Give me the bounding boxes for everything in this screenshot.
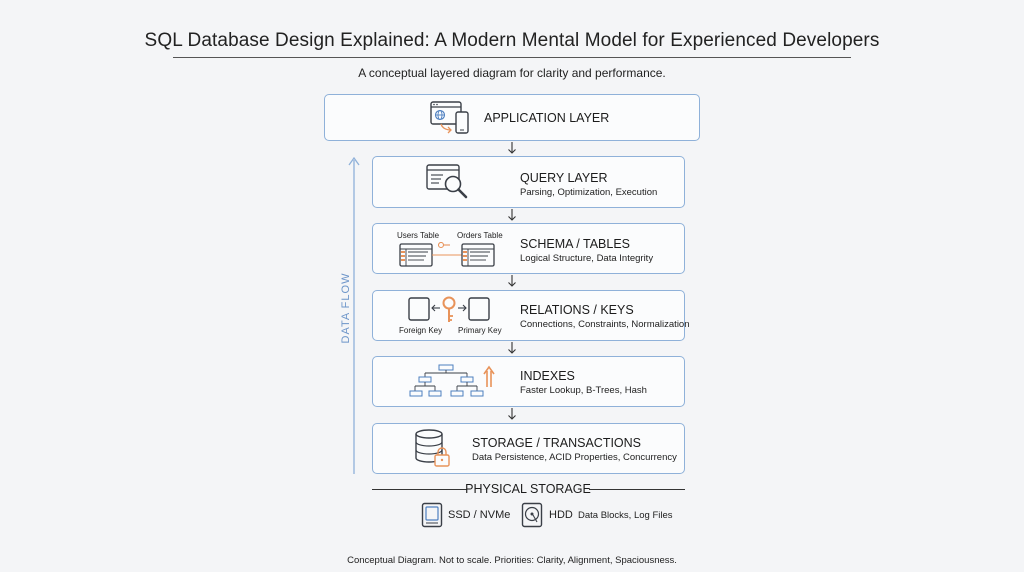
footer-note: Conceptual Diagram. Not to scale. Priori…	[347, 555, 677, 566]
indexes-title: INDEXES	[520, 369, 575, 383]
storage-transactions-desc: Data Persistence, ACID Properties, Concu…	[472, 452, 677, 463]
physical-storage-rule-right	[589, 489, 685, 490]
page-title: SQL Database Design Explained: A Modern …	[144, 30, 880, 51]
arrow-down-icon	[508, 209, 516, 221]
title-underline	[173, 57, 851, 58]
query-search-icon	[426, 164, 468, 199]
relations-keys-icon	[408, 296, 490, 322]
page-subtitle: A conceptual layered diagram for clarity…	[358, 66, 666, 80]
physical-storage-label: PHYSICAL STORAGE	[465, 482, 591, 496]
primary-key-label: Primary Key	[458, 326, 502, 335]
relations-keys-title: RELATIONS / KEYS	[520, 303, 634, 317]
query-layer-desc: Parsing, Optimization, Execution	[520, 187, 658, 198]
arrow-down-icon	[508, 142, 516, 154]
relations-keys-desc: Connections, Constraints, Normalization	[520, 319, 690, 330]
users-table-label: Users Table	[397, 231, 440, 240]
arrow-down-icon	[508, 342, 516, 354]
ssd-label: SSD / NVMe	[448, 509, 511, 521]
schema-tables-desc: Logical Structure, Data Integrity	[520, 253, 654, 264]
query-layer-title: QUERY LAYER	[520, 171, 608, 185]
foreign-key-label: Foreign Key	[399, 326, 443, 335]
indexes-desc: Faster Lookup, B-Trees, Hash	[520, 385, 647, 396]
hdd-label: HDD	[549, 509, 573, 521]
schema-tables-layer: Users Table Orders Table SCHEMA / TABLES…	[372, 223, 685, 274]
storage-transactions-layer: STORAGE / TRANSACTIONS Data Persistence,…	[372, 423, 685, 474]
data-flow-arrow	[348, 156, 360, 474]
arrow-down-icon	[508, 408, 516, 420]
application-layer-title: APPLICATION LAYER	[484, 111, 610, 125]
application-layer: APPLICATION LAYER	[324, 94, 700, 141]
query-layer: QUERY LAYER Parsing, Optimization, Execu…	[372, 156, 685, 208]
schema-tables-icon	[399, 242, 495, 267]
schema-tables-title: SCHEMA / TABLES	[520, 237, 630, 251]
data-flow-label: DATA FLOW	[340, 272, 352, 344]
btree-index-icon	[409, 364, 495, 397]
relations-keys-layer: Foreign Key Primary Key RELATIONS / KEYS…	[372, 290, 690, 341]
database-lock-icon	[415, 429, 450, 467]
ssd-icon	[421, 502, 443, 528]
application-icon	[430, 101, 469, 134]
physical-storage-rule-left	[372, 489, 467, 490]
hdd-icon	[521, 502, 543, 528]
arrow-down-icon	[508, 275, 516, 287]
storage-transactions-title: STORAGE / TRANSACTIONS	[472, 436, 642, 450]
hdd-description: Data Blocks, Log Files	[578, 510, 673, 521]
orders-table-label: Orders Table	[457, 231, 503, 240]
indexes-layer: INDEXES Faster Lookup, B-Trees, Hash	[372, 356, 685, 407]
